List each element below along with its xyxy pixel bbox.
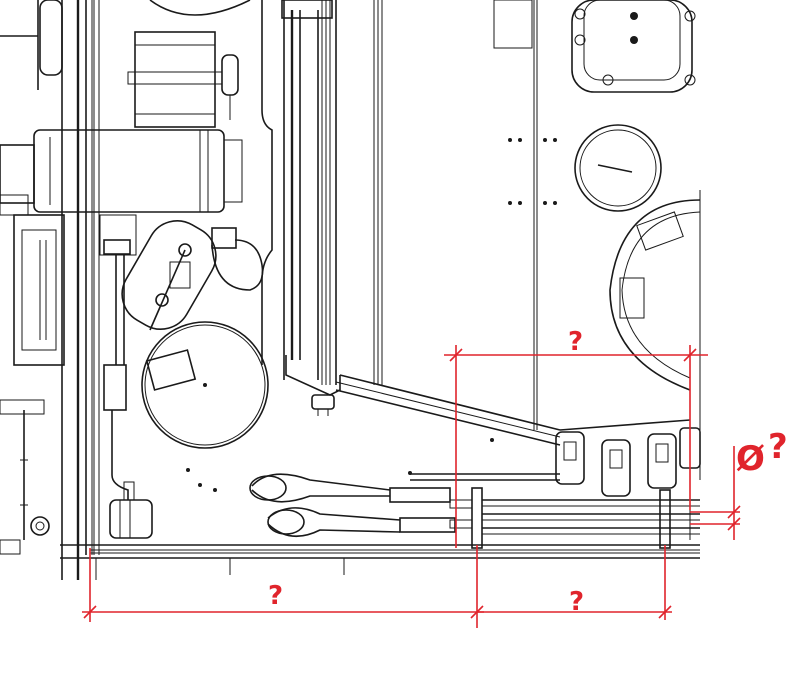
rivet-dots — [408, 138, 557, 475]
top-tank — [127, 0, 251, 128]
bottom-rail — [60, 544, 700, 580]
left-hatched-wall — [93, 0, 100, 555]
top-dimension-label: ? — [568, 327, 583, 357]
bottom-left-dimension-label: ? — [268, 581, 283, 611]
diameter-symbol: Ø — [736, 439, 765, 479]
tow-cables — [249, 473, 456, 537]
right-body — [373, 0, 701, 480]
central-column — [261, 0, 341, 416]
diagonal-beam — [335, 374, 691, 446]
bottom-right-dimension-label: ? — [569, 587, 584, 617]
diameter-value-label: ? — [768, 427, 788, 467]
track-clamps — [555, 427, 701, 497]
middle-left-parts — [99, 214, 269, 539]
horizontal-cylinder — [0, 129, 243, 213]
column-hatching — [321, 0, 331, 385]
dimension-annotations — [82, 345, 741, 628]
left-frame — [0, 0, 100, 580]
right-hatched-edge — [377, 0, 383, 385]
